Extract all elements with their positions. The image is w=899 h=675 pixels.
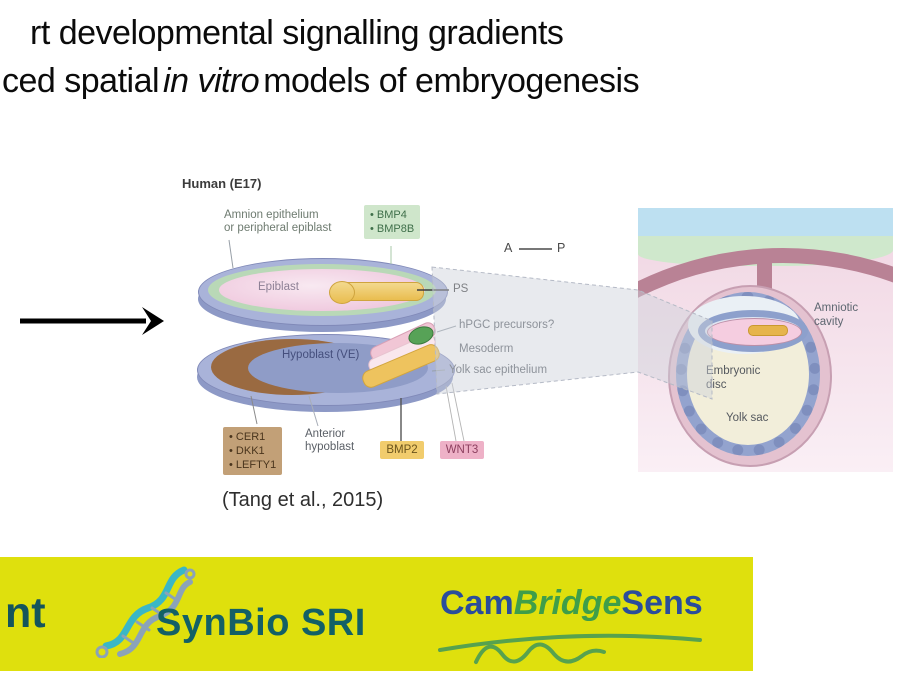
- cambridgesens-wave-icon: [438, 633, 702, 664]
- amnion-label-line2: or peripheral epiblast: [224, 222, 332, 234]
- embryo-context-panel: Amniotic cavity Embryonic disc Yolk sac: [638, 208, 893, 472]
- bmp8b-item: • BMP8B: [370, 223, 415, 235]
- sens-text: Sens: [621, 584, 703, 622]
- yolk-sac-label: Yolk sac: [726, 412, 769, 424]
- right-arrow-icon: [20, 307, 164, 335]
- primitive-streak-shape: [329, 281, 424, 304]
- anterior-label-line2: hypoblast: [305, 441, 355, 453]
- embryonic-label-line2: disc: [706, 379, 727, 391]
- sponsor-banner: nt SynBio SRI CamBridgeSens: [0, 557, 753, 671]
- mesoderm-label: Mesoderm: [459, 343, 514, 355]
- bmp4-item: • BMP4: [370, 209, 407, 221]
- title-line2-prefix: ced spatial: [2, 62, 160, 100]
- dkk1-item: • DKK1: [229, 445, 265, 457]
- embryonic-disc-label: Embryonic disc: [706, 364, 760, 392]
- slide-title-line1: rt developmental signalling gradients: [30, 14, 564, 52]
- primitive-streak-head: [329, 281, 355, 304]
- hypoblast-label: Hypoblast (VE): [282, 349, 360, 361]
- wnt3-box: WNT3: [440, 441, 484, 459]
- amnion-label: Amnion epithelium or peripheral epiblast: [224, 209, 331, 235]
- amniotic-cavity-label: Amniotic cavity: [814, 301, 858, 329]
- partial-logo-text: nt: [5, 589, 46, 637]
- hpgc-label: hPGC precursors?: [459, 319, 555, 331]
- anterior-label-line1: Anterior: [305, 428, 346, 440]
- figure-heading: Human (E17): [182, 176, 262, 191]
- synbio-sri-logo-text: SynBio SRI: [156, 602, 366, 644]
- axis-posterior-label: P: [557, 241, 566, 255]
- primitive-streak-mini: [748, 325, 788, 336]
- title-line2-suffix: models of embryogenesis: [263, 62, 640, 100]
- epiblast-label: Epiblast: [258, 281, 299, 293]
- bmp-signal-box: • BMP4 • BMP8B: [364, 205, 421, 239]
- cer1-item: • CER1: [229, 431, 266, 443]
- cam-text: Cam: [440, 584, 514, 622]
- lefty1-item: • LEFTY1: [229, 459, 277, 471]
- yolk-sac-epithelium-label: Yolk sac epithelium: [449, 364, 548, 376]
- citation: (Tang et al., 2015): [222, 489, 384, 511]
- ps-label: PS: [453, 283, 469, 295]
- cer-signal-box: • CER1 • DKK1 • LEFTY1: [223, 427, 283, 475]
- bridge-text: Bridge: [513, 584, 622, 622]
- anterior-hypoblast-label: Anterior hypoblast: [305, 428, 354, 454]
- axis-anterior-label: A: [504, 241, 513, 255]
- dna-helix-icon: [95, 566, 196, 658]
- bmp2-box: BMP2: [380, 441, 424, 459]
- title-line2-italic: in vitro: [163, 62, 260, 100]
- amniotic-label-line2: cavity: [814, 316, 844, 328]
- amniotic-label-line1: Amniotic: [814, 302, 859, 314]
- cambridgesens-logo-text: CamBridgeSens: [440, 584, 703, 623]
- amnion-label-line1: Amnion epithelium: [224, 209, 319, 221]
- embryonic-label-line1: Embryonic: [706, 365, 761, 377]
